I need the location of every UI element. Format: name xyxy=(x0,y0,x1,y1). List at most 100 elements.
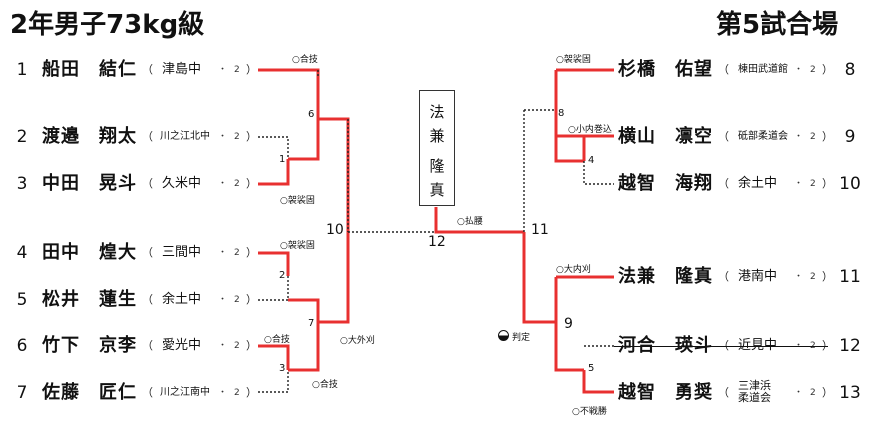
school-name: 余土中 xyxy=(738,176,778,191)
seed-number: 5 xyxy=(16,290,28,310)
result-match-7: ○大外刈 xyxy=(340,336,375,346)
school-name: 愛光中 xyxy=(162,338,202,353)
athlete-name: 河合 瑛斗 xyxy=(618,335,713,356)
match-number-11: 11 xyxy=(531,222,549,238)
paren-close: ） xyxy=(822,270,833,283)
school-name: 三間中 xyxy=(162,245,202,260)
result-match-8: ○袈裟固 xyxy=(556,55,591,65)
paren-open: （ xyxy=(718,333,729,359)
athlete-name: 杉橋 佑望 xyxy=(618,59,713,80)
school-name-line2: 柔道会 xyxy=(738,391,771,404)
dot-sep: ・ xyxy=(794,132,804,142)
entry-left-3: 3 中田 晃斗 （ 久米中 ・ 2 ） xyxy=(0,171,280,197)
athlete-name: 越智 海翔 xyxy=(618,173,713,194)
school-name: 津島中 xyxy=(162,62,202,77)
entry-left-4: 4 田中 煌大 （ 三間中 ・ 2 ） xyxy=(0,240,280,266)
result-match-9: 判定 xyxy=(512,333,531,343)
paren-open: （ xyxy=(718,130,729,143)
school-name: 川之江南中 xyxy=(160,387,210,398)
paren-open: （ xyxy=(142,63,153,76)
entry-left-2: 2 渡邉 翔太 （ 川之江北中 ・ 2 ） xyxy=(0,124,280,150)
dot-sep: ・ xyxy=(794,388,804,398)
school-name: 久米中 xyxy=(162,176,202,191)
paren-open: （ xyxy=(718,270,729,283)
result-match-6: ○合技 xyxy=(292,55,318,65)
athlete-name: 横山 凛空 xyxy=(618,126,713,147)
match-number-10: 10 xyxy=(326,222,344,238)
school-name: 近見中 xyxy=(738,338,778,353)
entry-left-1: 1 船田 結仁 （ 津島中 ・ 2 ） xyxy=(0,57,280,83)
paren-close: ） xyxy=(246,246,257,259)
athlete-name: 船田 結仁 xyxy=(42,59,137,80)
school-name: 余土中 xyxy=(162,292,202,307)
match-number-9: 9 xyxy=(564,316,573,332)
paren-open: （ xyxy=(718,63,729,76)
athlete-name: 松井 蓮生 xyxy=(42,289,137,310)
athlete-name: 佐藤 匠仁 xyxy=(42,382,137,403)
grade-number: 2 xyxy=(234,248,240,258)
seed-number: 4 xyxy=(16,243,28,263)
seed-number: 8 xyxy=(844,60,856,80)
paren-open: （ xyxy=(718,177,729,190)
decision-icon xyxy=(498,330,509,341)
paren-open: （ xyxy=(142,386,153,399)
venue-title: 第5試合場 xyxy=(716,10,839,40)
withdrawn-strikethrough xyxy=(614,346,828,347)
grade-number: 2 xyxy=(810,132,816,142)
paren-close: ） xyxy=(246,386,257,399)
result-match-3-top: ○合技 xyxy=(264,335,290,345)
paren-close: ） xyxy=(246,177,257,190)
paren-close: ） xyxy=(822,130,833,143)
seed-number: 6 xyxy=(16,336,28,356)
grade-number: 2 xyxy=(234,132,240,142)
athlete-name: 法兼 隆真 xyxy=(618,266,713,287)
seed-number: 3 xyxy=(16,174,28,194)
champion-char-4: 真 xyxy=(429,181,445,199)
paren-close: ） xyxy=(822,386,833,399)
paren-close: ） xyxy=(822,63,833,76)
seed-number: 10 xyxy=(839,174,861,194)
seed-number: 12 xyxy=(839,336,861,356)
dot-sep: ・ xyxy=(794,65,804,75)
seed-number: 13 xyxy=(839,383,861,403)
dot-sep: ・ xyxy=(218,132,228,142)
match-number-6: 6 xyxy=(308,109,315,120)
grade-number: 2 xyxy=(810,179,816,189)
result-match-3-bottom: ○合技 xyxy=(312,380,338,390)
paren-close: ） xyxy=(246,293,257,306)
dot-sep: ・ xyxy=(218,295,228,305)
match-number-7: 7 xyxy=(308,318,315,329)
champion-box: 法 兼 隆 真 xyxy=(419,90,455,206)
grade-number: 2 xyxy=(234,341,240,351)
athlete-name: 田中 煌大 xyxy=(42,242,137,263)
result-match-5: ○不戦勝 xyxy=(572,407,607,417)
match-number-5: 5 xyxy=(588,363,595,374)
entry-right-8: 杉橋 佑望 （ 棟田武道館 ・ 2 ） 8 xyxy=(614,57,878,83)
paren-open: （ xyxy=(142,130,153,143)
paren-open: （ xyxy=(142,339,153,352)
grade-number: 2 xyxy=(234,388,240,398)
seed-number: 2 xyxy=(16,127,28,147)
athlete-name: 渡邉 翔太 xyxy=(42,126,137,147)
entry-left-6: 6 竹下 京李 （ 愛光中 ・ 2 ） xyxy=(0,333,280,359)
grade-number: 2 xyxy=(234,65,240,75)
match-number-8: 8 xyxy=(558,108,565,119)
dot-sep: ・ xyxy=(218,179,228,189)
paren-close: ） xyxy=(822,333,833,359)
result-match-2: ○袈裟固 xyxy=(280,241,315,251)
paren-open: （ xyxy=(142,177,153,190)
dot-sep: ・ xyxy=(794,272,804,282)
paren-open: （ xyxy=(142,293,153,306)
seed-number: 7 xyxy=(16,383,28,403)
entry-right-9: 横山 凛空 （ 砥部柔道会 ・ 2 ） 9 xyxy=(614,124,878,150)
grade-number: 2 xyxy=(234,179,240,189)
paren-close: ） xyxy=(246,63,257,76)
entry-left-7: 7 佐藤 匠仁 （ 川之江南中 ・ 2 ） xyxy=(0,380,280,406)
school-name: 港南中 xyxy=(738,269,778,284)
dot-sep: ・ xyxy=(794,179,804,189)
seed-number: 1 xyxy=(16,60,28,80)
entry-right-13: 越智 勇奨 （ 三津浜 柔道会 ・ 2 ） 13 xyxy=(614,380,878,406)
match-number-12: 12 xyxy=(428,234,446,250)
school-name: 砥部柔道会 xyxy=(738,131,788,142)
